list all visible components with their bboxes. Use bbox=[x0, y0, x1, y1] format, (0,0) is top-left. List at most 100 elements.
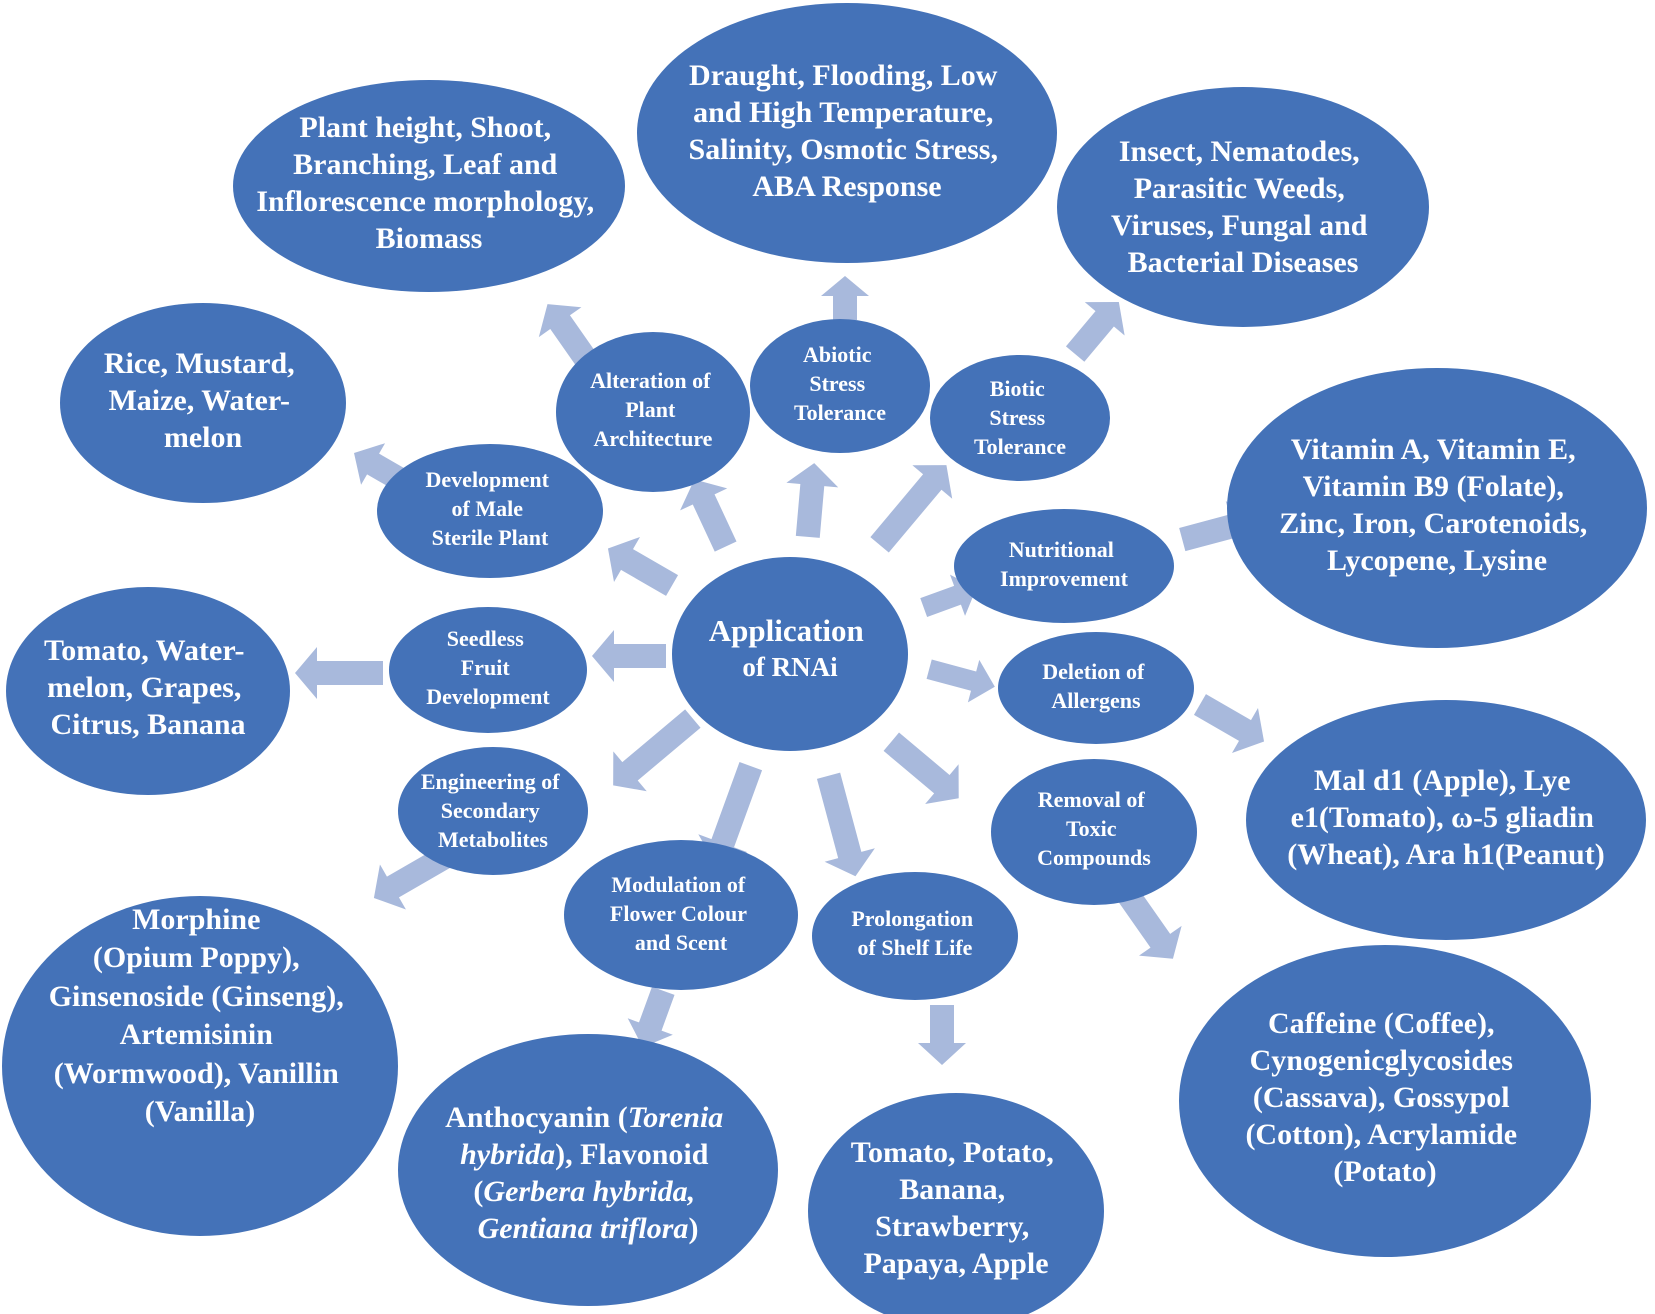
svg-text:Biotic Stress Tole: Biotic Stress Tolerance bbox=[974, 376, 1066, 459]
svg-text:Tomato, Water- melon, Gr: Tomato, Water- melon, Grapes, Citrus, Ba… bbox=[44, 634, 252, 741]
example-biotic-line-1: Insect, Nematodes, bbox=[1119, 135, 1360, 168]
center-node: Application of RNAi bbox=[672, 557, 908, 751]
svg-text:Application of RNAi: Application of RNAi bbox=[709, 613, 872, 682]
example-architecture-line-4: Biomass bbox=[376, 222, 483, 255]
svg-text:Prolongation of Shelf Li: Prolongation of Shelf Life bbox=[851, 906, 978, 960]
application-node-abiotic: Abiotic Stress Tolerance bbox=[750, 319, 930, 453]
arrow-center-to-architecture bbox=[680, 479, 737, 552]
example-node-architecture: Plant height, Shoot, Branching, Leaf and… bbox=[233, 80, 625, 292]
svg-text:Insect, Nematodes, Paras: Insect, Nematodes, Parasitic Weeds, Viru… bbox=[1111, 135, 1375, 279]
application-allergens-line-1: Deletion of bbox=[1042, 659, 1145, 684]
example-seedless-line-2: melon, Grapes, bbox=[47, 671, 241, 704]
application-architecture-line-3: Architecture bbox=[594, 426, 713, 451]
application-toxic-line-3: Compounds bbox=[1037, 845, 1151, 870]
example-toxic-line-3: (Cassava), Gossypol bbox=[1253, 1081, 1510, 1114]
arrow-biotic-to-example bbox=[1065, 301, 1125, 362]
example-architecture-line-2: Branching, Leaf and bbox=[293, 148, 558, 181]
arrow-center-to-male-sterile bbox=[607, 536, 679, 596]
arrows bbox=[295, 276, 1265, 1065]
svg-text:Rice, Mustard, Maize, Wa: Rice, Mustard, Maize, Water- melon bbox=[104, 347, 302, 454]
application-shelf-life-line-2: of Shelf Life bbox=[858, 935, 973, 960]
example-toxic-line-2: Cynogenicglycosides bbox=[1250, 1044, 1513, 1077]
example-nutritional-line-1: Vitamin A, Vitamin E, bbox=[1291, 433, 1576, 466]
arrow-center-to-abiotic bbox=[786, 463, 839, 538]
example-male-sterile-line-2: Maize, Water- bbox=[108, 384, 290, 417]
example-male-sterile-line-1: Rice, Mustard, bbox=[104, 347, 295, 380]
application-flower-line-3: and Scent bbox=[635, 930, 728, 955]
application-node-toxic: Removal of Toxic Compounds bbox=[991, 759, 1197, 905]
application-allergens-line-2: Allergens bbox=[1051, 688, 1141, 713]
example-shelf-life-line-1: Tomato, Potato, bbox=[851, 1136, 1054, 1169]
example-nutritional-line-3: Zinc, Iron, Carotenoids, bbox=[1279, 507, 1587, 540]
svg-text:Modulation of Flower Col: Modulation of Flower Colour and Scent bbox=[610, 872, 752, 955]
application-male-sterile-line-2: of Male bbox=[452, 496, 524, 521]
example-biotic-line-3: Viruses, Fungal and bbox=[1111, 209, 1368, 242]
application-architecture-line-1: Alteration of bbox=[590, 368, 711, 393]
application-male-sterile-line-3: Sterile Plant bbox=[432, 525, 549, 550]
example-abiotic-line-3: Salinity, Osmotic Stress, bbox=[689, 133, 998, 166]
application-node-biotic: Biotic Stress Tolerance bbox=[930, 355, 1110, 481]
example-node-secondary: Morphine (Opium Poppy), Ginsenoside (Gin… bbox=[2, 896, 398, 1236]
application-seedless-line-3: Development bbox=[426, 684, 550, 709]
application-node-shelf-life: Prolongation of Shelf Life bbox=[812, 872, 1018, 1000]
svg-text:Deletion of Allergens: Deletion of Allergens bbox=[1042, 659, 1150, 713]
center-title-line-2: of RNAi bbox=[742, 652, 838, 682]
application-biotic-line-2: Stress bbox=[989, 405, 1045, 430]
example-node-flower: Anthocyanin (Torenia hybrida), Flavonoid… bbox=[398, 1034, 778, 1306]
application-abiotic-line-1: Abiotic bbox=[803, 342, 872, 367]
application-male-sterile-line-1: Development bbox=[426, 467, 550, 492]
svg-text:Seedless Fruit Dev: Seedless Fruit Development bbox=[426, 626, 550, 709]
arrow-center-to-allergens bbox=[926, 659, 995, 703]
example-secondary-line-1: Morphine bbox=[132, 903, 260, 936]
svg-text:Draught, Flooding, Low a: Draught, Flooding, Low and High Temperat… bbox=[689, 59, 1006, 203]
application-node-male-sterile: Development of Male Sterile Plant bbox=[377, 444, 603, 578]
svg-text:Engineering of Secondary: Engineering of Secondary Metabolites bbox=[421, 769, 565, 852]
application-biotic-line-1: Biotic bbox=[990, 376, 1045, 401]
example-flower-line-2: hybrida), Flavonoid bbox=[460, 1138, 709, 1171]
example-allergens-line-1: Mal d1 (Apple), Lye bbox=[1314, 764, 1571, 797]
center-title-line-1: Application bbox=[709, 613, 864, 648]
arrow-center-to-biotic bbox=[870, 465, 953, 553]
svg-text:Tomato, Potato, Banana,: Tomato, Potato, Banana, Strawberry, Papa… bbox=[851, 1136, 1062, 1280]
example-node-seedless: Tomato, Water- melon, Grapes, Citrus, Ba… bbox=[6, 587, 290, 795]
example-node-biotic: Insect, Nematodes, Parasitic Weeds, Viru… bbox=[1057, 87, 1429, 327]
svg-text:Development of Male: Development of Male Sterile Plant bbox=[426, 467, 555, 550]
svg-text:Morphine (Opium Poppy),: Morphine (Opium Poppy), Ginsenoside (Gin… bbox=[49, 903, 352, 1128]
example-architecture-line-3: Inflorescence morphology, bbox=[256, 185, 594, 218]
arrow-center-to-toxic bbox=[883, 732, 959, 805]
example-abiotic-line-2: and High Temperature, bbox=[693, 96, 993, 129]
example-shelf-life-line-2: Banana, bbox=[899, 1173, 1005, 1206]
example-shelf-life-line-4: Papaya, Apple bbox=[863, 1247, 1048, 1280]
application-flower-line-1: Modulation of bbox=[611, 872, 746, 897]
example-nutritional-line-4: Lycopene, Lysine bbox=[1327, 544, 1547, 577]
arrow-toxic-to-example bbox=[1117, 886, 1182, 959]
svg-text:Anthocyanin (Torenia hyb: Anthocyanin (Torenia hybrida), Flavonoid… bbox=[445, 1101, 731, 1245]
example-biotic-line-2: Parasitic Weeds, bbox=[1134, 172, 1345, 205]
example-secondary-line-5: (Wormwood), Vanillin bbox=[54, 1057, 339, 1090]
example-secondary-line-6: (Vanilla) bbox=[145, 1095, 256, 1128]
example-node-allergens: Mal d1 (Apple), Lye e1(Tomato), ω-5 glia… bbox=[1246, 700, 1646, 940]
application-secondary-line-3: Metabolites bbox=[438, 827, 548, 852]
application-seedless-line-1: Seedless bbox=[447, 626, 524, 651]
example-flower-line-3: (Gerbera hybrida, bbox=[473, 1175, 695, 1208]
svg-text:Vitamin A, Vitamin E, Vi: Vitamin A, Vitamin E, Vitamin B9 (Folate… bbox=[1279, 433, 1595, 577]
example-secondary-line-3: Ginsenoside (Ginseng), bbox=[49, 980, 344, 1013]
example-toxic-line-1: Caffeine (Coffee), bbox=[1268, 1007, 1495, 1040]
example-flower-line-1: Anthocyanin (Torenia bbox=[445, 1101, 723, 1134]
application-toxic-line-2: Toxic bbox=[1066, 816, 1117, 841]
example-male-sterile-line-3: melon bbox=[164, 421, 243, 454]
example-node-toxic: Caffeine (Coffee), Cynogenicglycosides (… bbox=[1179, 945, 1591, 1257]
application-secondary-line-1: Engineering of bbox=[421, 769, 560, 794]
example-biotic-line-4: Bacterial Diseases bbox=[1128, 246, 1359, 279]
example-node-male-sterile: Rice, Mustard, Maize, Water- melon bbox=[60, 303, 346, 503]
arrow-abiotic-to-example bbox=[821, 276, 869, 320]
arrow-seedless-to-example bbox=[295, 647, 383, 699]
svg-text:Mal d1 (Apple), Lye e1(T: Mal d1 (Apple), Lye e1(Tomato), ω-5 glia… bbox=[1287, 764, 1604, 871]
application-architecture-line-2: Plant bbox=[625, 397, 676, 422]
example-secondary-line-4: Artemisinin bbox=[120, 1018, 274, 1051]
svg-text:Abiotic Stress Tol: Abiotic Stress Tolerance bbox=[794, 342, 886, 425]
example-allergens-line-2: e1(Tomato), ω-5 gliadin bbox=[1291, 801, 1595, 834]
application-secondary-line-2: Secondary bbox=[441, 798, 540, 823]
application-node-nutritional: Nutritional Improvement bbox=[954, 509, 1174, 623]
